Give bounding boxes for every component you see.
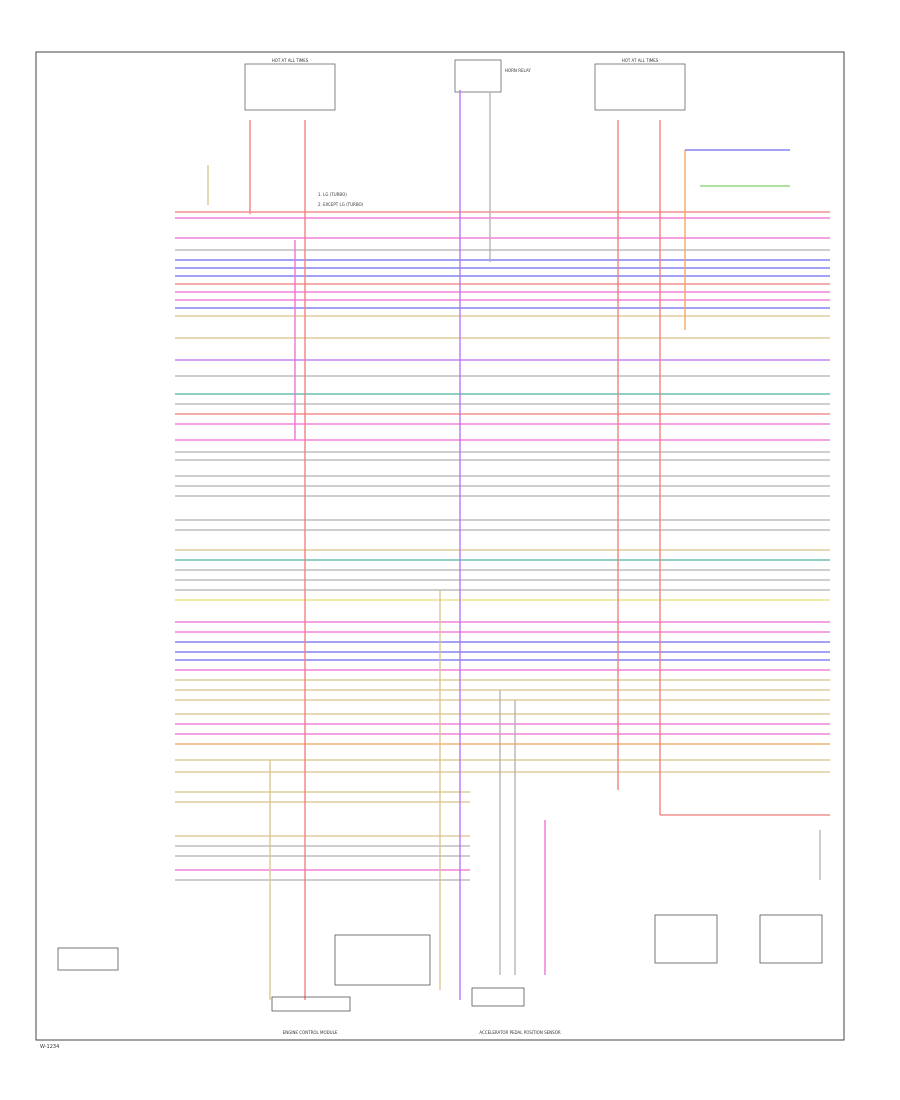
fuse-box-left: HOT AT ALL TIMES (244, 58, 336, 111)
legend-line-1: 1. LG (TURBO) (318, 192, 347, 197)
diagram-frame (35, 51, 845, 1041)
fuse-left-label: HOT AT ALL TIMES (272, 58, 309, 63)
legend-line-2: 2. EXCEPT LG (TURBO) (318, 202, 364, 207)
cam-sensor-box (471, 987, 525, 1007)
wire-group (175, 90, 830, 1000)
ecm-connector (271, 996, 351, 1012)
ecm-label: ENGINE CONTROL MODULE (283, 1030, 338, 1035)
relay-box-center: HORN RELAY (454, 59, 531, 93)
footer-code: W-1234 (40, 1044, 59, 1050)
accel-label: ACCELERATOR PEDAL POSITION SENSOR (479, 1030, 560, 1035)
fuse-right-label: HOT AT ALL TIMES (622, 58, 659, 63)
relay-center-label: HORN RELAY (505, 68, 531, 73)
fuse-box-right: HOT AT ALL TIMES (594, 58, 686, 111)
o2-front-box (654, 914, 718, 964)
throttle-actuator (334, 934, 431, 986)
bottom-components (57, 914, 823, 1012)
left-control-box (57, 947, 119, 971)
o2-rear-box (759, 914, 823, 964)
